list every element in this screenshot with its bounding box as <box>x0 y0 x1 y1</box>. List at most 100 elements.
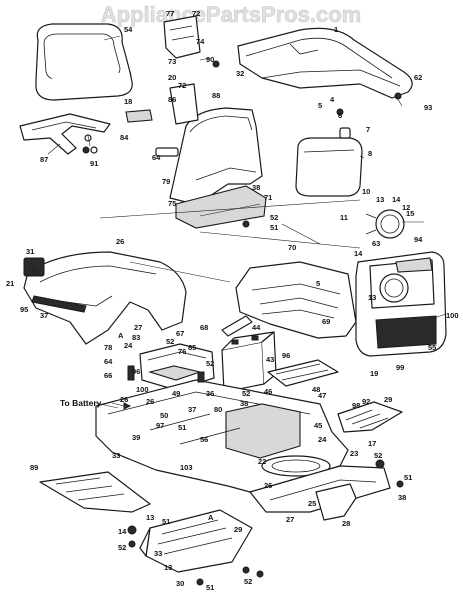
callout: 33 <box>154 549 162 558</box>
callout: 37 <box>188 405 196 414</box>
callout: 80 <box>214 405 222 414</box>
callout: 51 <box>270 223 278 232</box>
callout: 20 <box>168 73 176 82</box>
callout: A <box>208 513 214 522</box>
callout: 26 <box>116 237 124 246</box>
seat <box>35 23 133 101</box>
callout: 51 <box>178 423 186 432</box>
callout: 78 <box>104 343 112 352</box>
callout: 19 <box>370 369 378 378</box>
callout: 73 <box>168 57 176 66</box>
callout: 31 <box>26 247 34 256</box>
callout: 26 <box>146 397 154 406</box>
callout: A <box>118 331 124 340</box>
callout: 18 <box>124 97 132 106</box>
callout: 96 <box>282 351 290 360</box>
callout: 38 <box>240 399 248 408</box>
callout: 22 <box>258 457 266 466</box>
callout: 6 <box>338 111 342 120</box>
callout: 14 <box>392 195 401 204</box>
callout: 55 <box>428 343 436 352</box>
callout: 72 <box>178 81 186 90</box>
callout: 62 <box>414 73 422 82</box>
fuel-tank <box>295 127 363 197</box>
callout: 13 <box>164 563 172 572</box>
callout: 87 <box>40 155 48 164</box>
callout: 72 <box>192 9 200 18</box>
callout: 51 <box>206 583 214 592</box>
callout: 100 <box>446 311 459 320</box>
callout: 48 <box>312 385 320 394</box>
callout: 86 <box>168 95 176 104</box>
callout: 26 <box>264 481 272 490</box>
guide-lines <box>99 199 361 283</box>
callout: 14 <box>354 249 363 258</box>
callout: 91 <box>90 159 98 168</box>
arrow-icon <box>123 402 132 410</box>
callout: 75 <box>168 199 176 208</box>
dash-panel <box>169 107 267 229</box>
callout: 68 <box>200 323 208 332</box>
callout: 56 <box>200 435 208 444</box>
callout: 23 <box>350 449 358 458</box>
callout: 4 <box>330 95 335 104</box>
callout: 12 <box>402 203 410 212</box>
callout: 47 <box>318 391 326 400</box>
callout: 71 <box>264 193 272 202</box>
callout: 13 <box>368 293 376 302</box>
callout: 64 <box>152 153 161 162</box>
callout: 32 <box>236 69 244 78</box>
callout: 99 <box>396 363 404 372</box>
front-frame <box>249 465 391 513</box>
rear-fender <box>23 251 187 345</box>
callout: 29 <box>234 525 242 534</box>
callout: 89 <box>30 463 38 472</box>
to-battery-label: To Battery <box>60 398 102 408</box>
right-footrest <box>337 401 403 433</box>
left-footrest <box>39 471 151 513</box>
callout: 52 <box>166 337 174 346</box>
callout: 103 <box>180 463 193 472</box>
callout: 96 <box>132 367 140 376</box>
battery <box>221 331 277 393</box>
callout: 46 <box>264 387 272 396</box>
callout: 26 <box>120 395 128 404</box>
callout: 85 <box>188 343 196 352</box>
callout: 64 <box>104 357 113 366</box>
callout: 14 <box>118 527 127 536</box>
callout: 29 <box>384 395 392 404</box>
callout: 28 <box>342 519 350 528</box>
callout: 52 <box>242 389 250 398</box>
tail-light <box>23 257 45 277</box>
callout: 24 <box>318 435 327 444</box>
callout: 11 <box>340 213 348 222</box>
callout: 5 <box>316 279 320 288</box>
side-panel <box>235 261 357 339</box>
callout: 52 <box>244 577 252 586</box>
callout: 79 <box>162 177 170 186</box>
callout: 67 <box>176 329 184 338</box>
callout: 24 <box>124 341 133 350</box>
callout: 52 <box>374 451 382 460</box>
callout: 97 <box>156 421 164 430</box>
callout-labels: 54 77 73 72 74 90 32 1 62 93 20 72 86 88… <box>6 9 459 592</box>
callout: 92 <box>362 397 370 406</box>
callout: 69 <box>322 317 330 326</box>
to-battery-callout: To Battery <box>60 398 132 410</box>
callout: 7 <box>366 125 370 134</box>
leader-lines <box>31 35 447 409</box>
callout: 33 <box>112 451 120 460</box>
callout: 13 <box>376 195 384 204</box>
headlight <box>365 209 405 239</box>
callout: 43 <box>266 355 274 364</box>
seat-bracket <box>19 113 111 155</box>
callout: 51 <box>404 473 412 482</box>
axle-support <box>315 483 357 521</box>
callout: 52 <box>118 543 126 552</box>
front-grille <box>355 251 447 357</box>
battery-tray <box>267 359 339 387</box>
foot-plate <box>139 509 253 573</box>
callout: 8 <box>368 149 372 158</box>
callout: 21 <box>6 279 14 288</box>
